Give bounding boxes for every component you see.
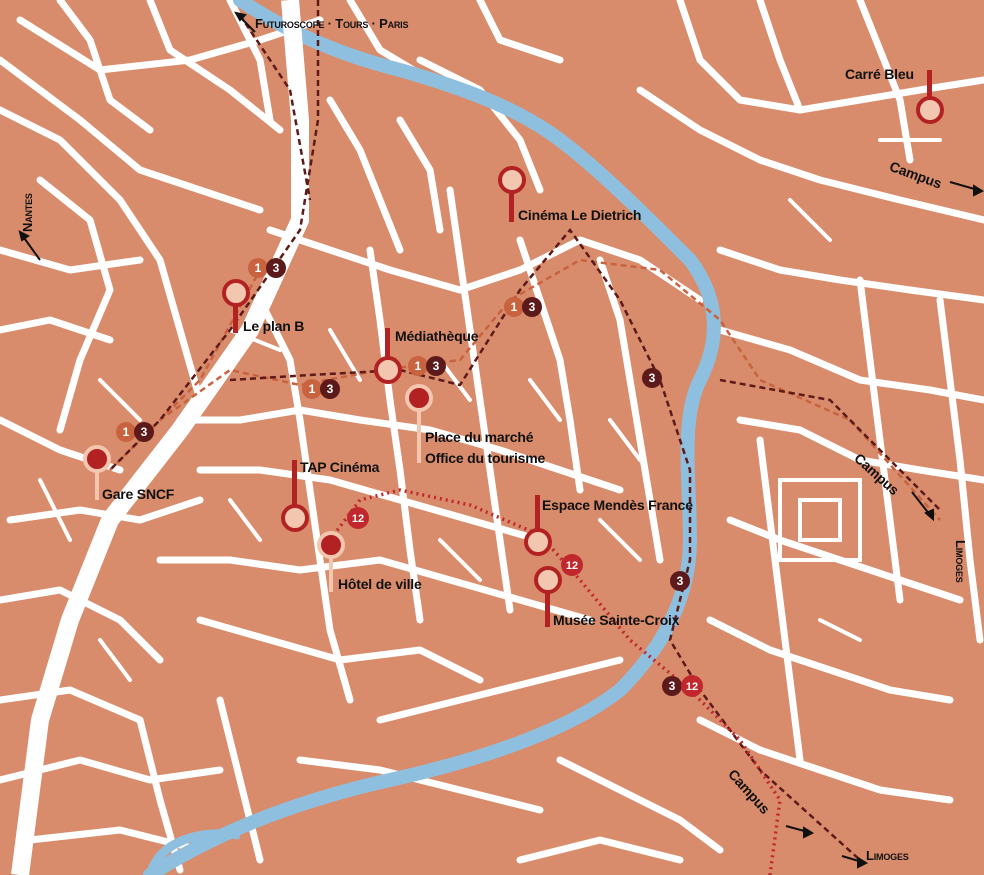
pin-tap[interactable] — [281, 460, 309, 532]
label-sainte-croix: Musée Sainte-Croix — [553, 612, 680, 628]
label-gare: Gare SNCF — [102, 486, 175, 502]
badge-12-label: 12 — [352, 513, 364, 525]
badge-3-label: 3 — [273, 261, 280, 275]
label-carre-bleu: Carré Bleu — [845, 66, 914, 82]
badge-3-12-south[interactable]: 3 12 — [662, 675, 703, 697]
label-mendes-france: Espace Mendès France — [542, 497, 693, 513]
badge-12-label: 12 — [566, 560, 578, 572]
direction-south-label: Limoges — [866, 848, 909, 863]
badge-3-label: 3 — [141, 425, 148, 439]
badge-3-label: 3 — [649, 371, 656, 385]
pin-sainte-croix[interactable] — [534, 566, 562, 627]
badge-3-label: 3 — [529, 300, 536, 314]
badge-1-label: 1 — [255, 261, 262, 275]
pin-plan-b[interactable] — [222, 279, 250, 333]
minor-streets — [38, 138, 942, 682]
pin-carre-bleu[interactable] — [916, 70, 944, 124]
label-mediatheque: Médiathèque — [395, 328, 479, 344]
river-boivre — [145, 829, 241, 875]
badge-3-label: 3 — [327, 382, 334, 396]
direction-north-label: Futuroscope · Tours · Paris — [255, 16, 409, 31]
label-hotel-ville: Hôtel de ville — [338, 576, 422, 592]
badge-12-tap[interactable]: 12 — [347, 507, 369, 529]
badge-3-label: 3 — [669, 679, 676, 693]
poi-pins-dark — [222, 70, 944, 627]
badge-3-label: 3 — [677, 574, 684, 588]
river-clain — [143, 0, 721, 875]
badge-1-label: 1 — [415, 359, 422, 373]
badge-3-east[interactable]: 3 — [642, 368, 662, 388]
badge-1-label: 1 — [511, 300, 518, 314]
label-office-tourisme: Office du tourisme — [425, 450, 546, 466]
pin-gare[interactable] — [83, 445, 111, 500]
pin-hotel-ville[interactable] — [317, 531, 345, 592]
pin-mediatheque[interactable] — [374, 328, 402, 384]
badge-1-label: 1 — [309, 382, 316, 396]
badge-3-label: 3 — [433, 359, 440, 373]
badge-3-southeast[interactable]: 3 — [670, 571, 690, 591]
badge-1-label: 1 — [123, 425, 130, 439]
badge-12-sainte-croix[interactable]: 12 — [561, 554, 583, 576]
direction-west-label: Nantes — [20, 193, 35, 232]
label-cinema-dietrich: Cinéma Le Dietrich — [518, 207, 642, 223]
pin-mendes-france[interactable] — [524, 495, 552, 556]
label-tap: TAP Cinéma — [300, 459, 380, 475]
label-place-marche: Place du marché — [425, 429, 534, 445]
poi-pins-light — [83, 384, 433, 592]
railway — [11, 0, 309, 875]
badge-12-label: 12 — [686, 681, 698, 693]
direction-east-label: Limoges — [953, 540, 968, 583]
label-plan-b: Le plan B — [243, 318, 305, 334]
direction-arrows — [18, 11, 984, 869]
pin-place-marche[interactable] — [405, 384, 433, 463]
pin-cinema-dietrich[interactable] — [498, 166, 526, 222]
